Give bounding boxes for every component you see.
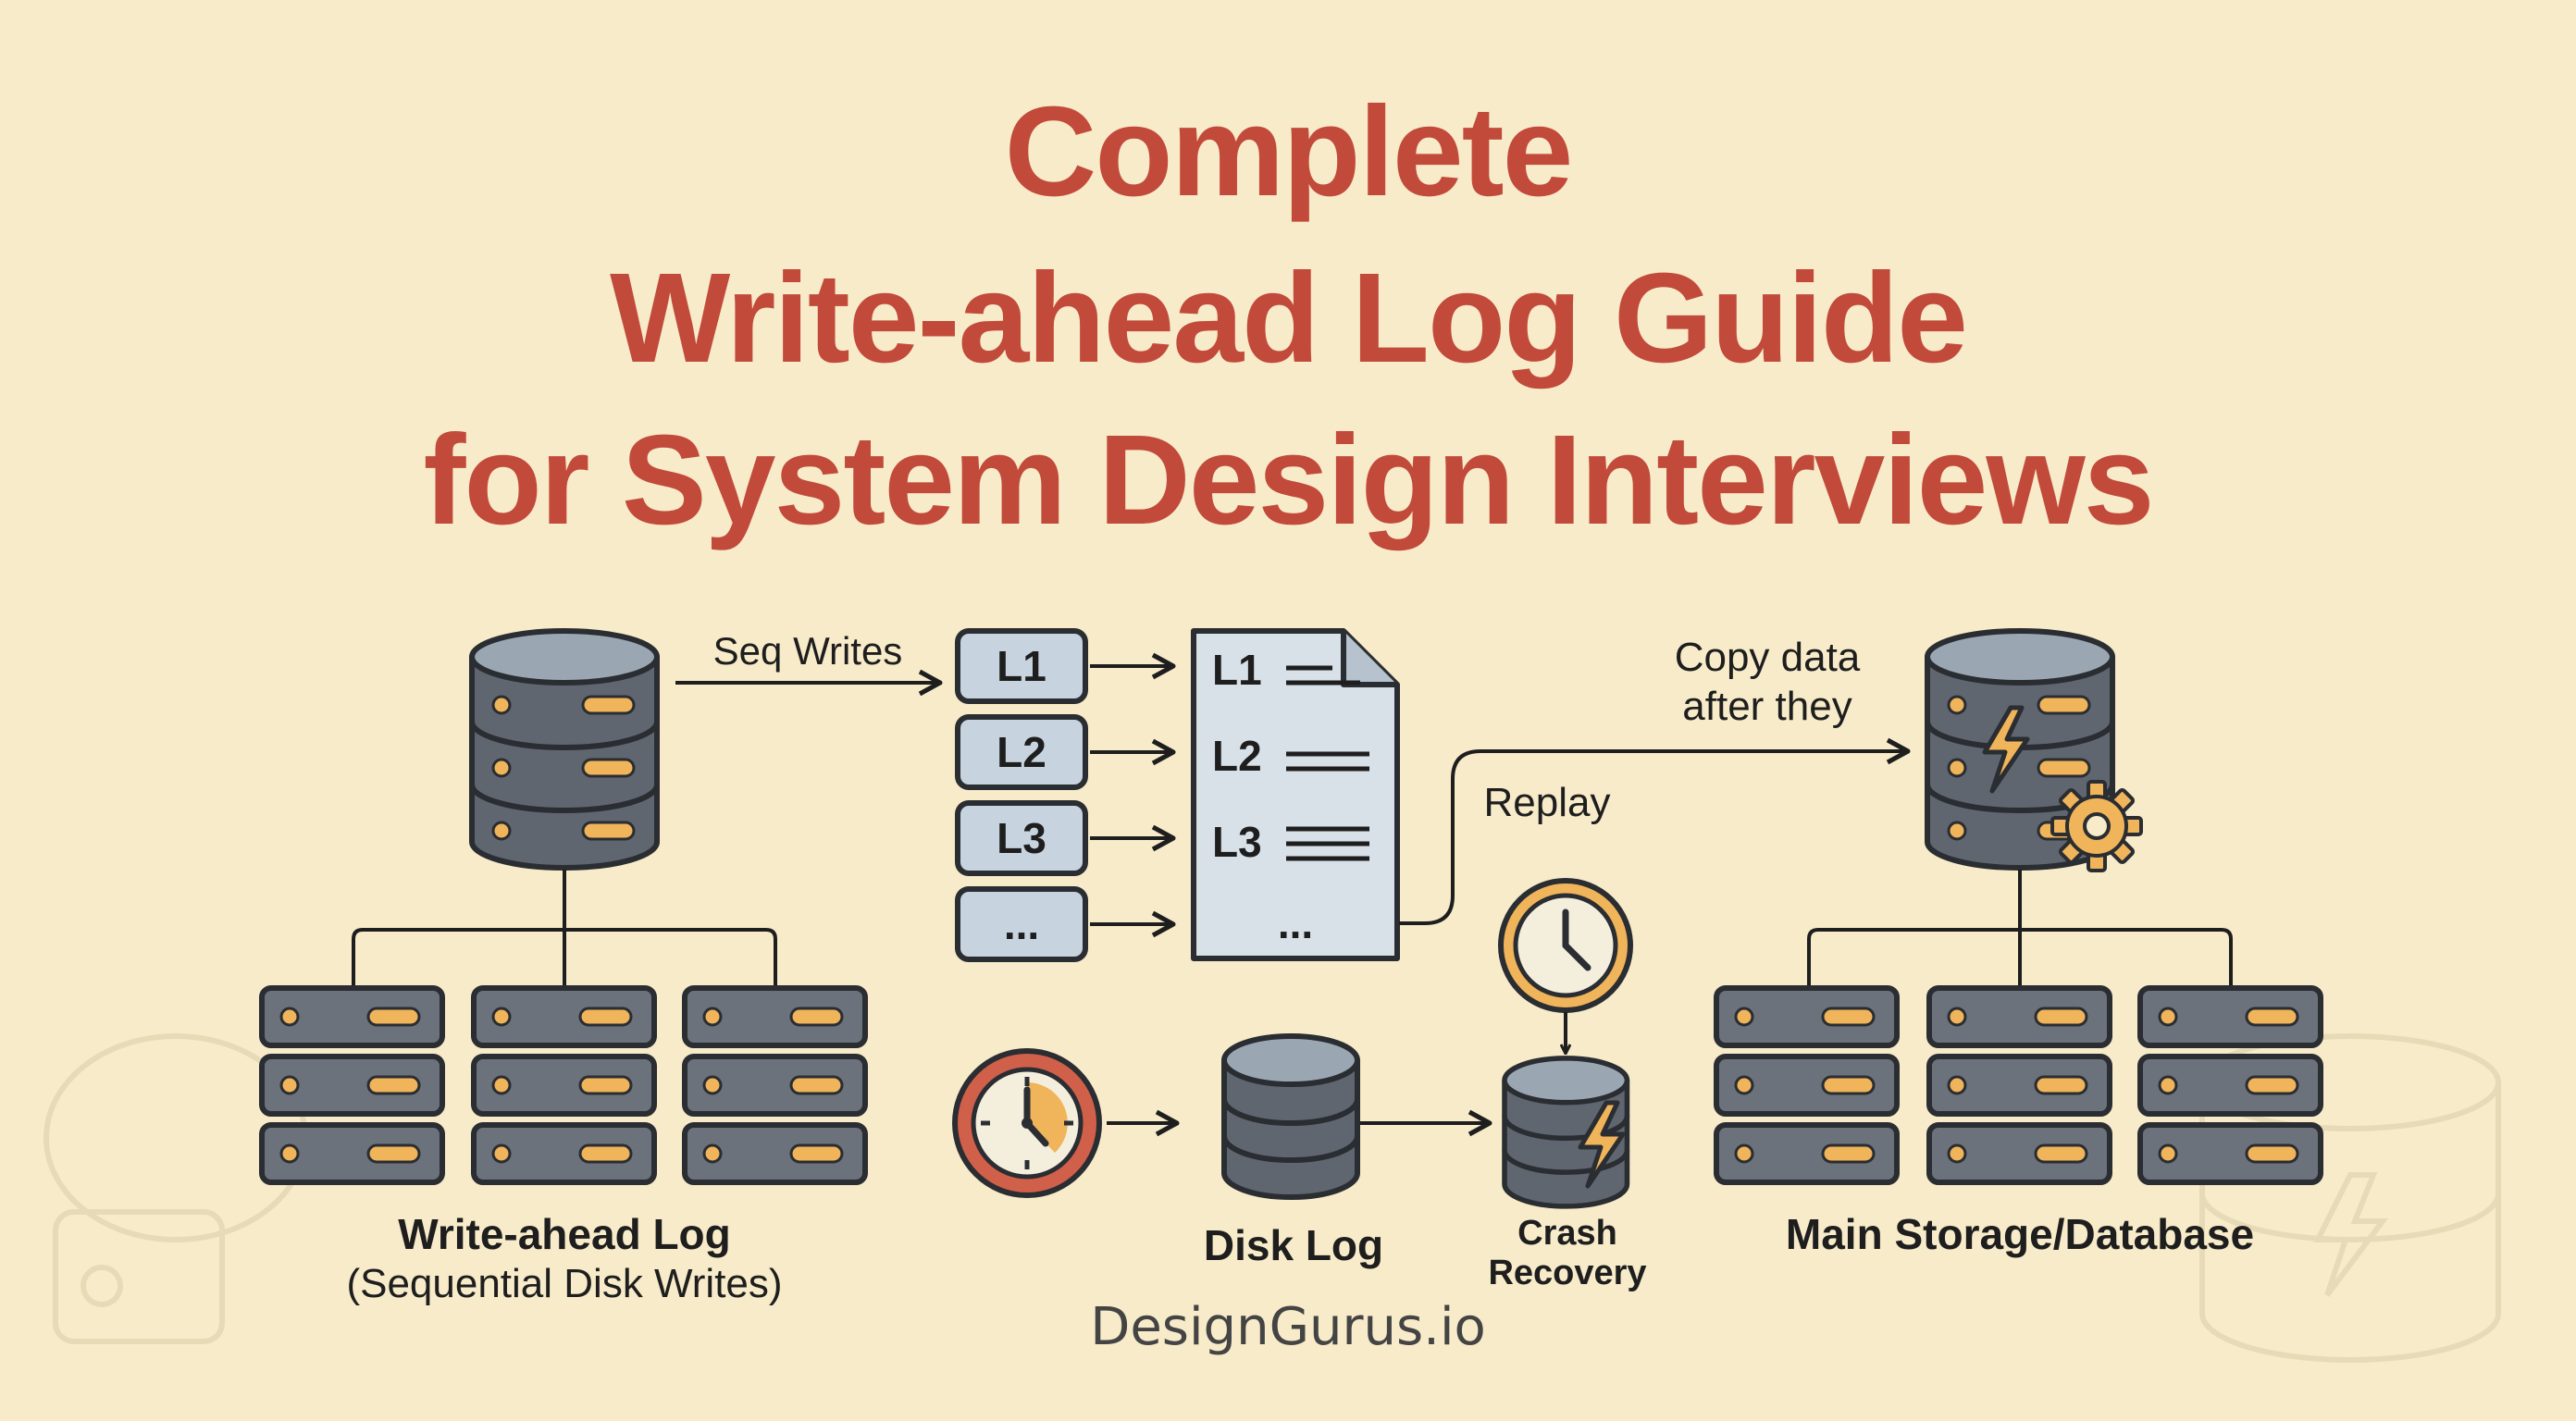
background-db-icon — [2199, 1033, 2501, 1363]
server-rack-icon — [1716, 988, 1897, 1182]
server-rack-icon — [685, 988, 865, 1182]
crash-label: Crash — [1517, 1214, 1617, 1253]
clock-icon — [952, 1048, 1102, 1198]
wal-database-icon — [472, 631, 657, 868]
seq-writes-label: Seq Writes — [713, 629, 903, 673]
title-line-1: Complete — [1004, 80, 1574, 223]
recovery-label: Recovery — [1488, 1254, 1646, 1292]
disk-log-label: Disk Log — [1204, 1221, 1383, 1269]
svg-text:L3: L3 — [997, 814, 1046, 862]
log-entry: ... — [955, 886, 1088, 962]
server-rack-icon — [2140, 988, 2321, 1182]
log-entry: L2 — [955, 714, 1088, 790]
svg-text:L1: L1 — [1212, 646, 1262, 694]
server-rack-icon — [262, 988, 442, 1182]
left-tree-connector — [352, 870, 777, 988]
recovery-clock-icon — [1498, 878, 1633, 1013]
log-document-icon: L1 L2 L3 ... — [1191, 628, 1400, 961]
svg-text:L2: L2 — [1212, 732, 1262, 780]
footer-brand: DesignGurus.io — [1090, 1297, 1486, 1357]
title-line-2: Write-ahead Log Guide — [610, 247, 1968, 389]
log-entry: L3 — [955, 800, 1088, 876]
replay-label: Replay — [1484, 780, 1611, 825]
replay-copy-arrow — [1399, 737, 1911, 925]
svg-text:...: ... — [1278, 899, 1313, 947]
svg-text:...: ... — [1004, 900, 1039, 948]
svg-text:L1: L1 — [997, 642, 1046, 690]
svg-text:L2: L2 — [997, 728, 1046, 776]
main-storage-caption: Main Storage/Database — [1786, 1210, 2254, 1258]
copy-label-1: Copy data — [1675, 635, 1861, 680]
log-entry: L1 — [955, 628, 1088, 704]
gear-icon — [2050, 780, 2143, 872]
wal-subcaption: (Sequential Disk Writes) — [346, 1261, 782, 1306]
log-entry-list: L1 L2 L3 ... — [955, 628, 1088, 962]
server-rack-icon — [1929, 988, 2110, 1182]
disk-log-icon — [1224, 1036, 1357, 1197]
right-tree-connector — [1807, 870, 2233, 988]
wal-caption: Write-ahead Log — [398, 1210, 731, 1258]
svg-text:L3: L3 — [1212, 818, 1262, 866]
server-rack-icon — [474, 988, 654, 1182]
title-line-3: for System Design Interviews — [423, 409, 2155, 551]
copy-label-2: after they — [1682, 684, 1852, 729]
entry-to-doc-arrows — [1090, 652, 1176, 938]
